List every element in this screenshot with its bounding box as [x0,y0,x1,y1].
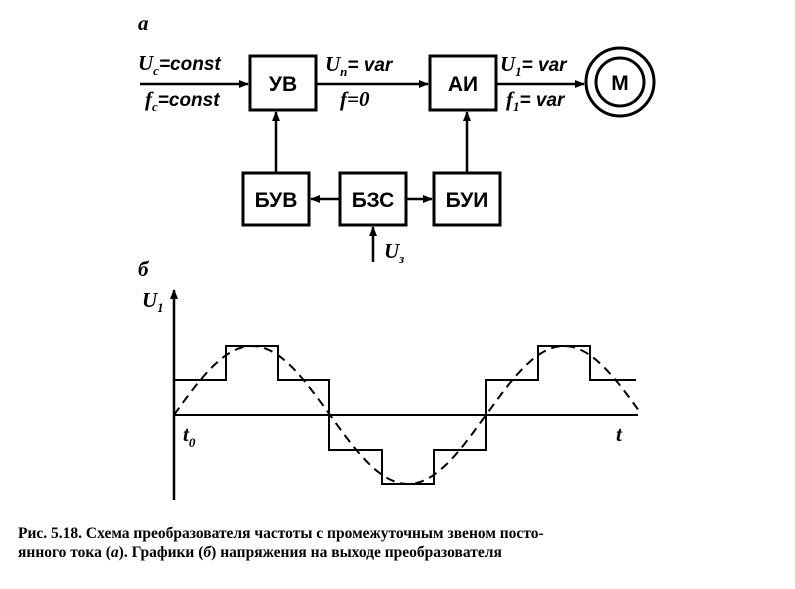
motor-outer-circle [584,46,656,118]
f0-label: f=0 [340,87,370,111]
uv-label: УВ [269,73,297,96]
fc-label: fc=const [145,87,220,114]
x-axis-label: t [616,422,623,446]
y-axis-label: U1 [142,288,164,315]
part-a-label: а [138,11,149,35]
sine-fundamental [173,344,639,486]
f1-label: f1= var [506,87,566,114]
caption-line-1: Рис. 5.18. Схема преобразователя частоты… [18,525,544,542]
motor-inner-circle [594,56,646,108]
figure-caption: Рис. 5.18. Схема преобразователя частоты… [18,524,778,562]
ai-label: АИ [448,73,478,96]
part-b-label: б [138,257,150,281]
motor-label: М [611,72,629,95]
bzs-label: БЗС [352,189,395,212]
un-label: Uп= var [325,52,394,79]
uc-label: Uc=const [138,51,221,78]
buv-label: БУВ [255,189,298,212]
origin-label: t0 [183,422,196,450]
bui-label: БУИ [446,189,489,212]
u1-label: U1= var [500,52,568,79]
setpoint-label: Uз [384,239,404,266]
caption-line-2: янного тока (а). Графики (б) напряжения … [18,544,502,561]
